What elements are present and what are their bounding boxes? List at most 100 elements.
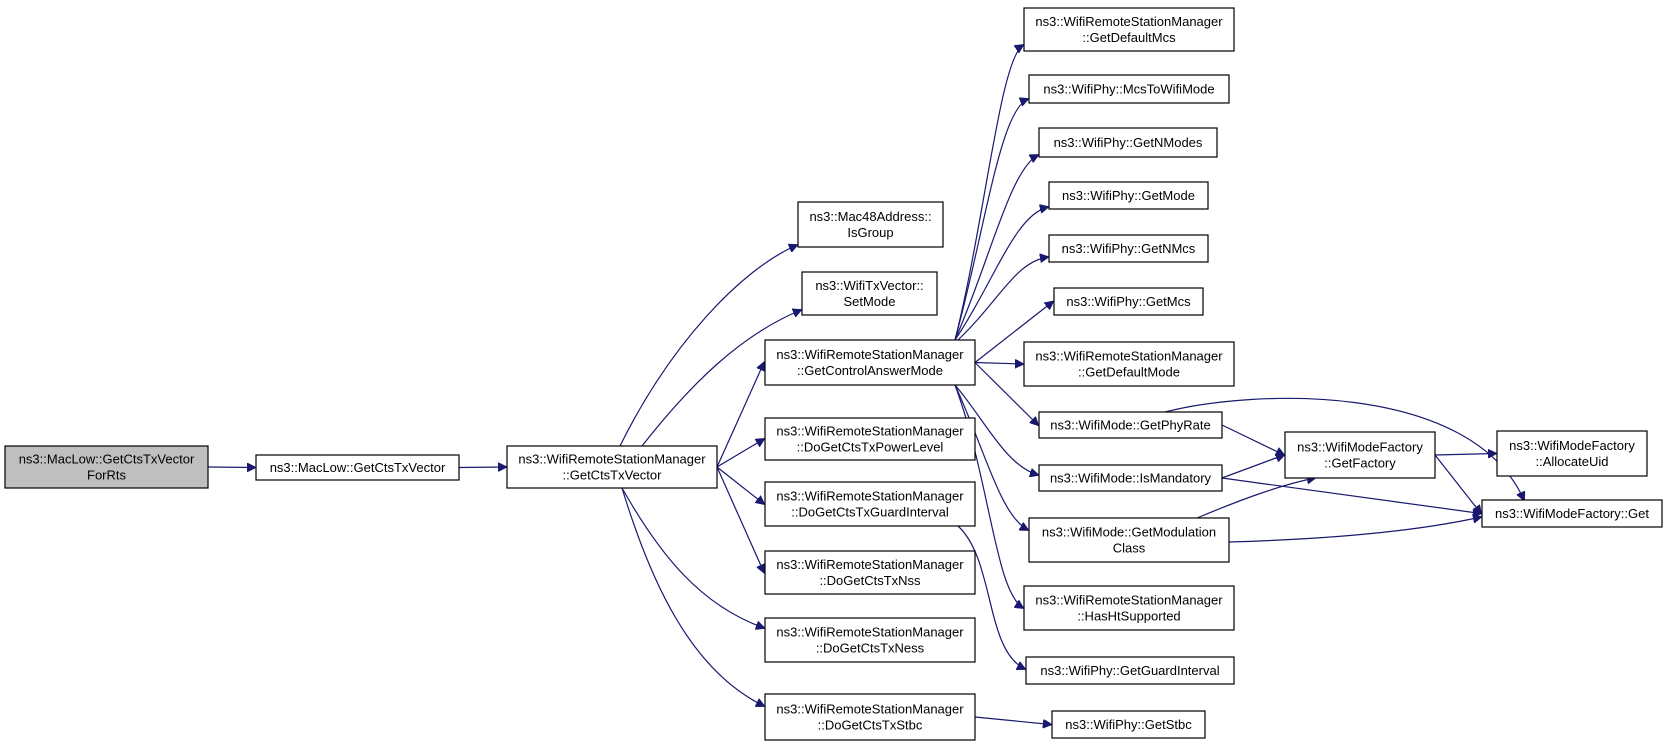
node-label: ns3::WifiRemoteStationManager (776, 424, 964, 439)
node-label: ns3::WifiPhy::McsToWifiMode (1043, 82, 1214, 97)
node-label: ::DoGetCtsTxPowerLevel (797, 440, 944, 455)
edge-wrsm_get_cts_tx_vector-to-txvector_set_mode (641, 310, 801, 447)
edge-wrsm_get_cts_tx_vector-to-wrsm_do_get_cts_tx_nss (716, 466, 764, 573)
edge-wrsm_get_cts_tx_vector-to-wrsm_do_get_cts_tx_ness (621, 487, 764, 628)
node-wrsm_do_get_cts_tx_power_level[interactable]: ns3::WifiRemoteStationManager::DoGetCtsT… (764, 417, 976, 461)
node-label: IsGroup (847, 225, 893, 240)
node-box (764, 617, 976, 663)
edge-mode_get_modulation_class-to-modefactory_get_factory (1196, 478, 1315, 519)
node-label: ForRts (87, 468, 127, 483)
node-phy_get_n_modes[interactable]: ns3::WifiPhy::GetNModes (1038, 127, 1218, 158)
node-label: ns3::WifiMode::GetPhyRate (1050, 418, 1210, 433)
node-txvector_set_mode[interactable]: ns3::WifiTxVector::SetMode (801, 271, 938, 316)
node-label: ns3::WifiPhy::GetMode (1062, 188, 1195, 203)
node-wrsm_do_get_cts_tx_nss[interactable]: ns3::WifiRemoteStationManager::DoGetCtsT… (764, 550, 976, 595)
node-wrsm_get_control_answer_mode[interactable]: ns3::WifiRemoteStationManager::GetContro… (764, 339, 976, 386)
node-phy_mcs_to_wifi_mode[interactable]: ns3::WifiPhy::McsToWifiMode (1028, 74, 1230, 104)
node-box (1051, 710, 1206, 739)
node-box (1496, 430, 1648, 477)
node-box (1025, 656, 1235, 685)
node-wrsm_get_cts_tx_vector[interactable]: ns3::WifiRemoteStationManager::GetCtsTxV… (506, 445, 718, 489)
node-label: ::GetDefaultMode (1078, 365, 1180, 380)
edge-modefactory_get_factory-to-modefactory_get (1434, 454, 1481, 514)
node-box (764, 693, 976, 741)
node-label: ::DoGetCtsTxStbc (818, 718, 923, 733)
node-box (1038, 411, 1223, 439)
node-phy_get_mode[interactable]: ns3::WifiPhy::GetMode (1048, 181, 1209, 210)
node-label: ns3::WifiRemoteStationManager (518, 452, 706, 467)
node-modefactory_get_factory[interactable]: ns3::WifiModeFactory::GetFactory (1284, 431, 1436, 479)
node-box (1053, 287, 1204, 316)
node-box (1038, 127, 1218, 158)
node-box (764, 550, 976, 595)
node-label: ::AllocateUid (1536, 454, 1609, 469)
edge-wrsm_do_get_cts_tx_stbc-to-phy_get_stbc (974, 716, 1051, 725)
edge-wrsm_get_control_answer_mode-to-phy_get_n_modes (954, 155, 1038, 341)
node-label: ns3::WifiTxVector:: (815, 278, 923, 293)
node-wrsm_do_get_cts_tx_stbc[interactable]: ns3::WifiRemoteStationManager::DoGetCtsT… (764, 693, 976, 741)
edge-mode_is_mandatory-to-modefactory_get (1221, 477, 1481, 514)
node-box (1028, 517, 1230, 563)
node-phy_get_guard_interval[interactable]: ns3::WifiPhy::GetGuardInterval (1025, 656, 1235, 685)
edge-wrsm_get_control_answer_mode-to-phy_get_n_mcs (957, 257, 1048, 341)
node-wrsm_has_ht_supported[interactable]: ns3::WifiRemoteStationManager::HasHtSupp… (1023, 585, 1235, 631)
edge-wrsm_get_cts_tx_vector-to-wrsm_do_get_cts_tx_power_level (716, 439, 764, 468)
node-label: SetMode (843, 294, 895, 309)
node-mac48_is_group[interactable]: ns3::Mac48Address::IsGroup (797, 201, 944, 248)
node-wrsm_get_default_mcs[interactable]: ns3::WifiRemoteStationManager::GetDefaul… (1023, 7, 1235, 52)
node-wrsm_do_get_cts_tx_ness[interactable]: ns3::WifiRemoteStationManager::DoGetCtsT… (764, 617, 976, 663)
edges-layer (207, 45, 1524, 725)
node-box (4, 445, 209, 489)
node-maclow_get_cts_tx_vector[interactable]: ns3::MacLow::GetCtsTxVector (255, 454, 460, 481)
node-label: ns3::WifiRemoteStationManager (1035, 593, 1223, 608)
node-label: ::GetCtsTxVector (563, 468, 663, 483)
node-box (764, 417, 976, 461)
node-box (1048, 181, 1209, 210)
node-phy_get_n_mcs[interactable]: ns3::WifiPhy::GetNMcs (1048, 234, 1209, 263)
node-box (1023, 7, 1235, 52)
node-label: ns3::Mac48Address:: (809, 209, 931, 224)
node-wrsm_get_default_mode[interactable]: ns3::WifiRemoteStationManager::GetDefaul… (1023, 341, 1235, 387)
node-label: ns3::WifiRemoteStationManager (776, 625, 964, 640)
node-modefactory_allocate_uid[interactable]: ns3::WifiModeFactory::AllocateUid (1496, 430, 1648, 477)
edge-mode_get_phy_rate-to-modefactory_get (1164, 397, 1524, 500)
node-label: ns3::WifiModeFactory (1509, 438, 1635, 453)
node-label: ::GetFactory (1324, 456, 1396, 471)
node-label: ::DoGetCtsTxNess (816, 641, 925, 656)
edge-mode_get_phy_rate-to-modefactory_get_factory (1221, 424, 1284, 455)
edge-wrsm_get_control_answer_mode-to-mode_is_mandatory (954, 384, 1038, 475)
edge-wrsm_get_control_answer_mode-to-mode_get_modulation_class (954, 384, 1028, 530)
edge-wrsm_get_cts_tx_vector-to-wrsm_do_get_cts_tx_stbc (621, 487, 764, 706)
edge-wrsm_do_get_cts_tx_guard_interval-to-phy_get_guard_interval (957, 525, 1025, 669)
edge-modefactory_get_factory-to-modefactory_allocate_uid (1434, 454, 1496, 456)
edge-wrsm_get_control_answer_mode-to-wrsm_get_default_mcs (954, 45, 1023, 341)
node-label: ns3::WifiRemoteStationManager (776, 347, 964, 362)
node-box (801, 271, 938, 316)
node-mode_is_mandatory[interactable]: ns3::WifiMode::IsMandatory (1038, 464, 1223, 492)
node-label: ns3::WifiMode::GetModulation (1042, 525, 1216, 540)
node-label: ns3::WifiPhy::GetMcs (1066, 294, 1191, 309)
node-label: ::DoGetCtsTxNss (819, 573, 921, 588)
edge-mode_is_mandatory-to-modefactory_get_factory (1221, 455, 1284, 479)
node-label: ns3::WifiPhy::GetGuardInterval (1040, 663, 1219, 678)
node-label: ns3::MacLow::GetCtsTxVector (270, 460, 446, 475)
node-label: ns3::WifiMode::IsMandatory (1050, 471, 1212, 486)
node-box (764, 339, 976, 386)
node-phy_get_stbc[interactable]: ns3::WifiPhy::GetStbc (1051, 710, 1206, 739)
edge-wrsm_get_cts_tx_vector-to-wrsm_get_control_answer_mode (716, 363, 764, 468)
node-label: ns3::MacLow::GetCtsTxVector (19, 452, 195, 467)
node-box (797, 201, 944, 248)
node-box (1023, 341, 1235, 387)
node-mode_get_phy_rate[interactable]: ns3::WifiMode::GetPhyRate (1038, 411, 1223, 439)
node-label: ns3::WifiRemoteStationManager (1035, 349, 1223, 364)
node-label: ns3::WifiRemoteStationManager (776, 702, 964, 717)
node-label: ns3::WifiRemoteStationManager (1035, 14, 1223, 29)
node-wrsm_do_get_cts_tx_guard_interval[interactable]: ns3::WifiRemoteStationManager::DoGetCtsT… (764, 481, 976, 527)
node-label: ns3::WifiRemoteStationManager (776, 557, 964, 572)
node-modefactory_get[interactable]: ns3::WifiModeFactory::Get (1481, 499, 1663, 528)
node-phy_get_mcs[interactable]: ns3::WifiPhy::GetMcs (1053, 287, 1204, 316)
node-label: ::GetDefaultMcs (1082, 30, 1176, 45)
